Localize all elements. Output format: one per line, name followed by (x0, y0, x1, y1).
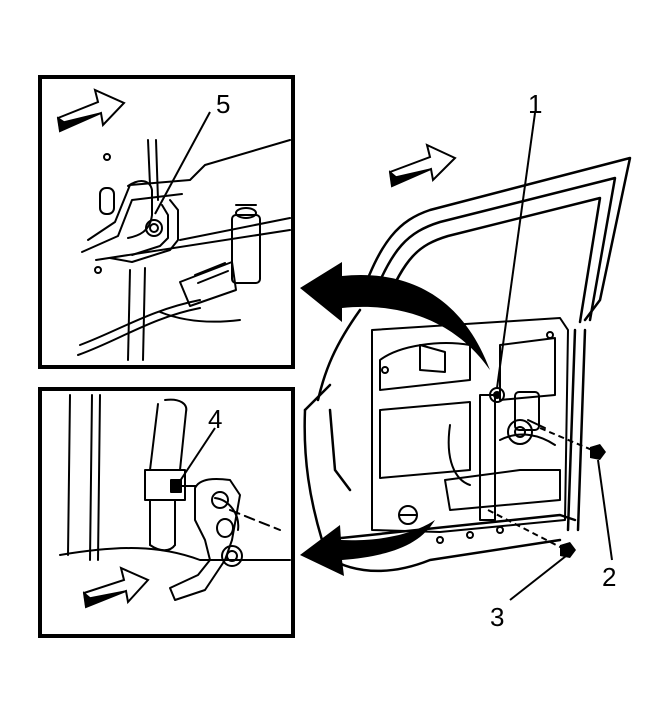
leader-line-1 (496, 112, 536, 389)
callout-5: 5 (216, 89, 230, 119)
curved-removal-arrow-icon-top (300, 262, 490, 370)
bolt-2-icon (539, 427, 606, 460)
inset-top-motor (77, 204, 261, 356)
door-assembly: 1 2 3 (300, 89, 632, 632)
inset-detail-top: 5 (38, 75, 295, 369)
callout-2: 2 (602, 562, 616, 592)
callout-4: 4 (208, 404, 222, 434)
inset-detail-bottom: 4 (38, 387, 295, 638)
callout-3: 3 (490, 602, 504, 632)
bolt-3-icon (487, 509, 576, 558)
leader-line-5 (154, 111, 211, 215)
inset-top-panel (81, 139, 291, 361)
regulator-motor (507, 391, 546, 445)
curved-removal-arrow-icon-bottom (300, 520, 435, 576)
inset-bottom-panel (59, 394, 291, 601)
forward-arrow-icon-bottom (82, 566, 150, 609)
bolt-5-icon (145, 219, 163, 237)
bolt-4-icon (170, 479, 197, 493)
leader-line-2 (597, 459, 613, 561)
forward-arrow-icon (56, 88, 126, 133)
door-inner-panel (371, 317, 569, 544)
leader-line-3 (509, 555, 567, 601)
leader-line-4 (177, 427, 216, 485)
callout-1: 1 (528, 89, 542, 119)
forward-arrow-icon-main (388, 143, 457, 188)
